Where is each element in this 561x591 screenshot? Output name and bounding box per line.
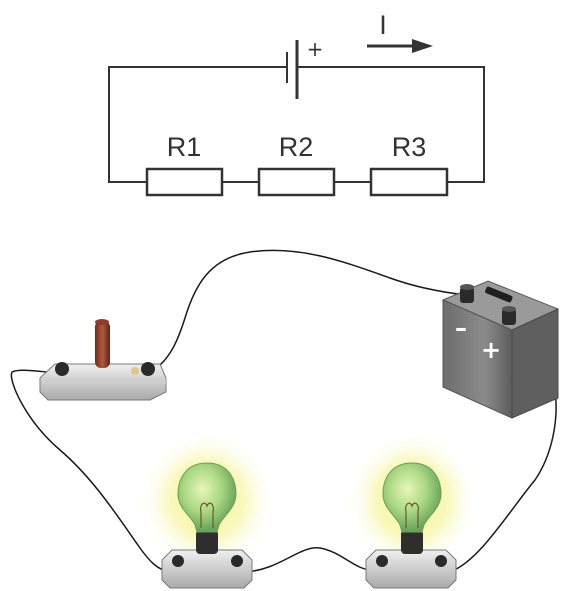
wire-switch-to-left-bulb <box>10 369 171 573</box>
bulb-left-base <box>161 549 253 589</box>
resistor-r2-label: R2 <box>279 132 314 162</box>
battery-terminal-minus <box>460 287 474 303</box>
resistor-r3-label: R3 <box>392 132 427 162</box>
switch-rod <box>95 321 110 368</box>
current-arrowhead <box>412 39 433 53</box>
resistor-r3 <box>369 167 449 197</box>
battery-plus-sign: + <box>307 37 324 61</box>
switch-terminal-right <box>141 362 155 376</box>
resistor-r1 <box>145 167 224 197</box>
bulb-right <box>365 462 457 589</box>
schematic-wire-top-left <box>108 66 287 183</box>
schematic-diagram <box>108 39 485 197</box>
bulb-right-base <box>365 549 457 589</box>
resistor-r1-label: R1 <box>167 132 202 162</box>
resistor-r2 <box>257 167 336 197</box>
wire-switch-to-battery <box>151 249 467 372</box>
battery-terminal-plus <box>502 309 516 325</box>
switch <box>39 319 167 401</box>
wire-left-bulb-to-right-bulb <box>244 547 373 573</box>
current-label: I <box>379 10 387 40</box>
bulb-left-glass <box>177 462 237 533</box>
switch-terminal-left <box>55 362 69 376</box>
bulb-left <box>161 462 253 589</box>
bulb-right-socket <box>401 530 423 554</box>
battery: – + <box>441 280 560 419</box>
battery-side <box>511 308 559 419</box>
schematic-wire-top-right <box>297 66 485 183</box>
bulb-left-socket <box>196 530 218 554</box>
battery-minus-label: – <box>455 314 467 342</box>
battery-plus-label: + <box>481 336 501 364</box>
bulb-right-glass <box>382 462 442 533</box>
